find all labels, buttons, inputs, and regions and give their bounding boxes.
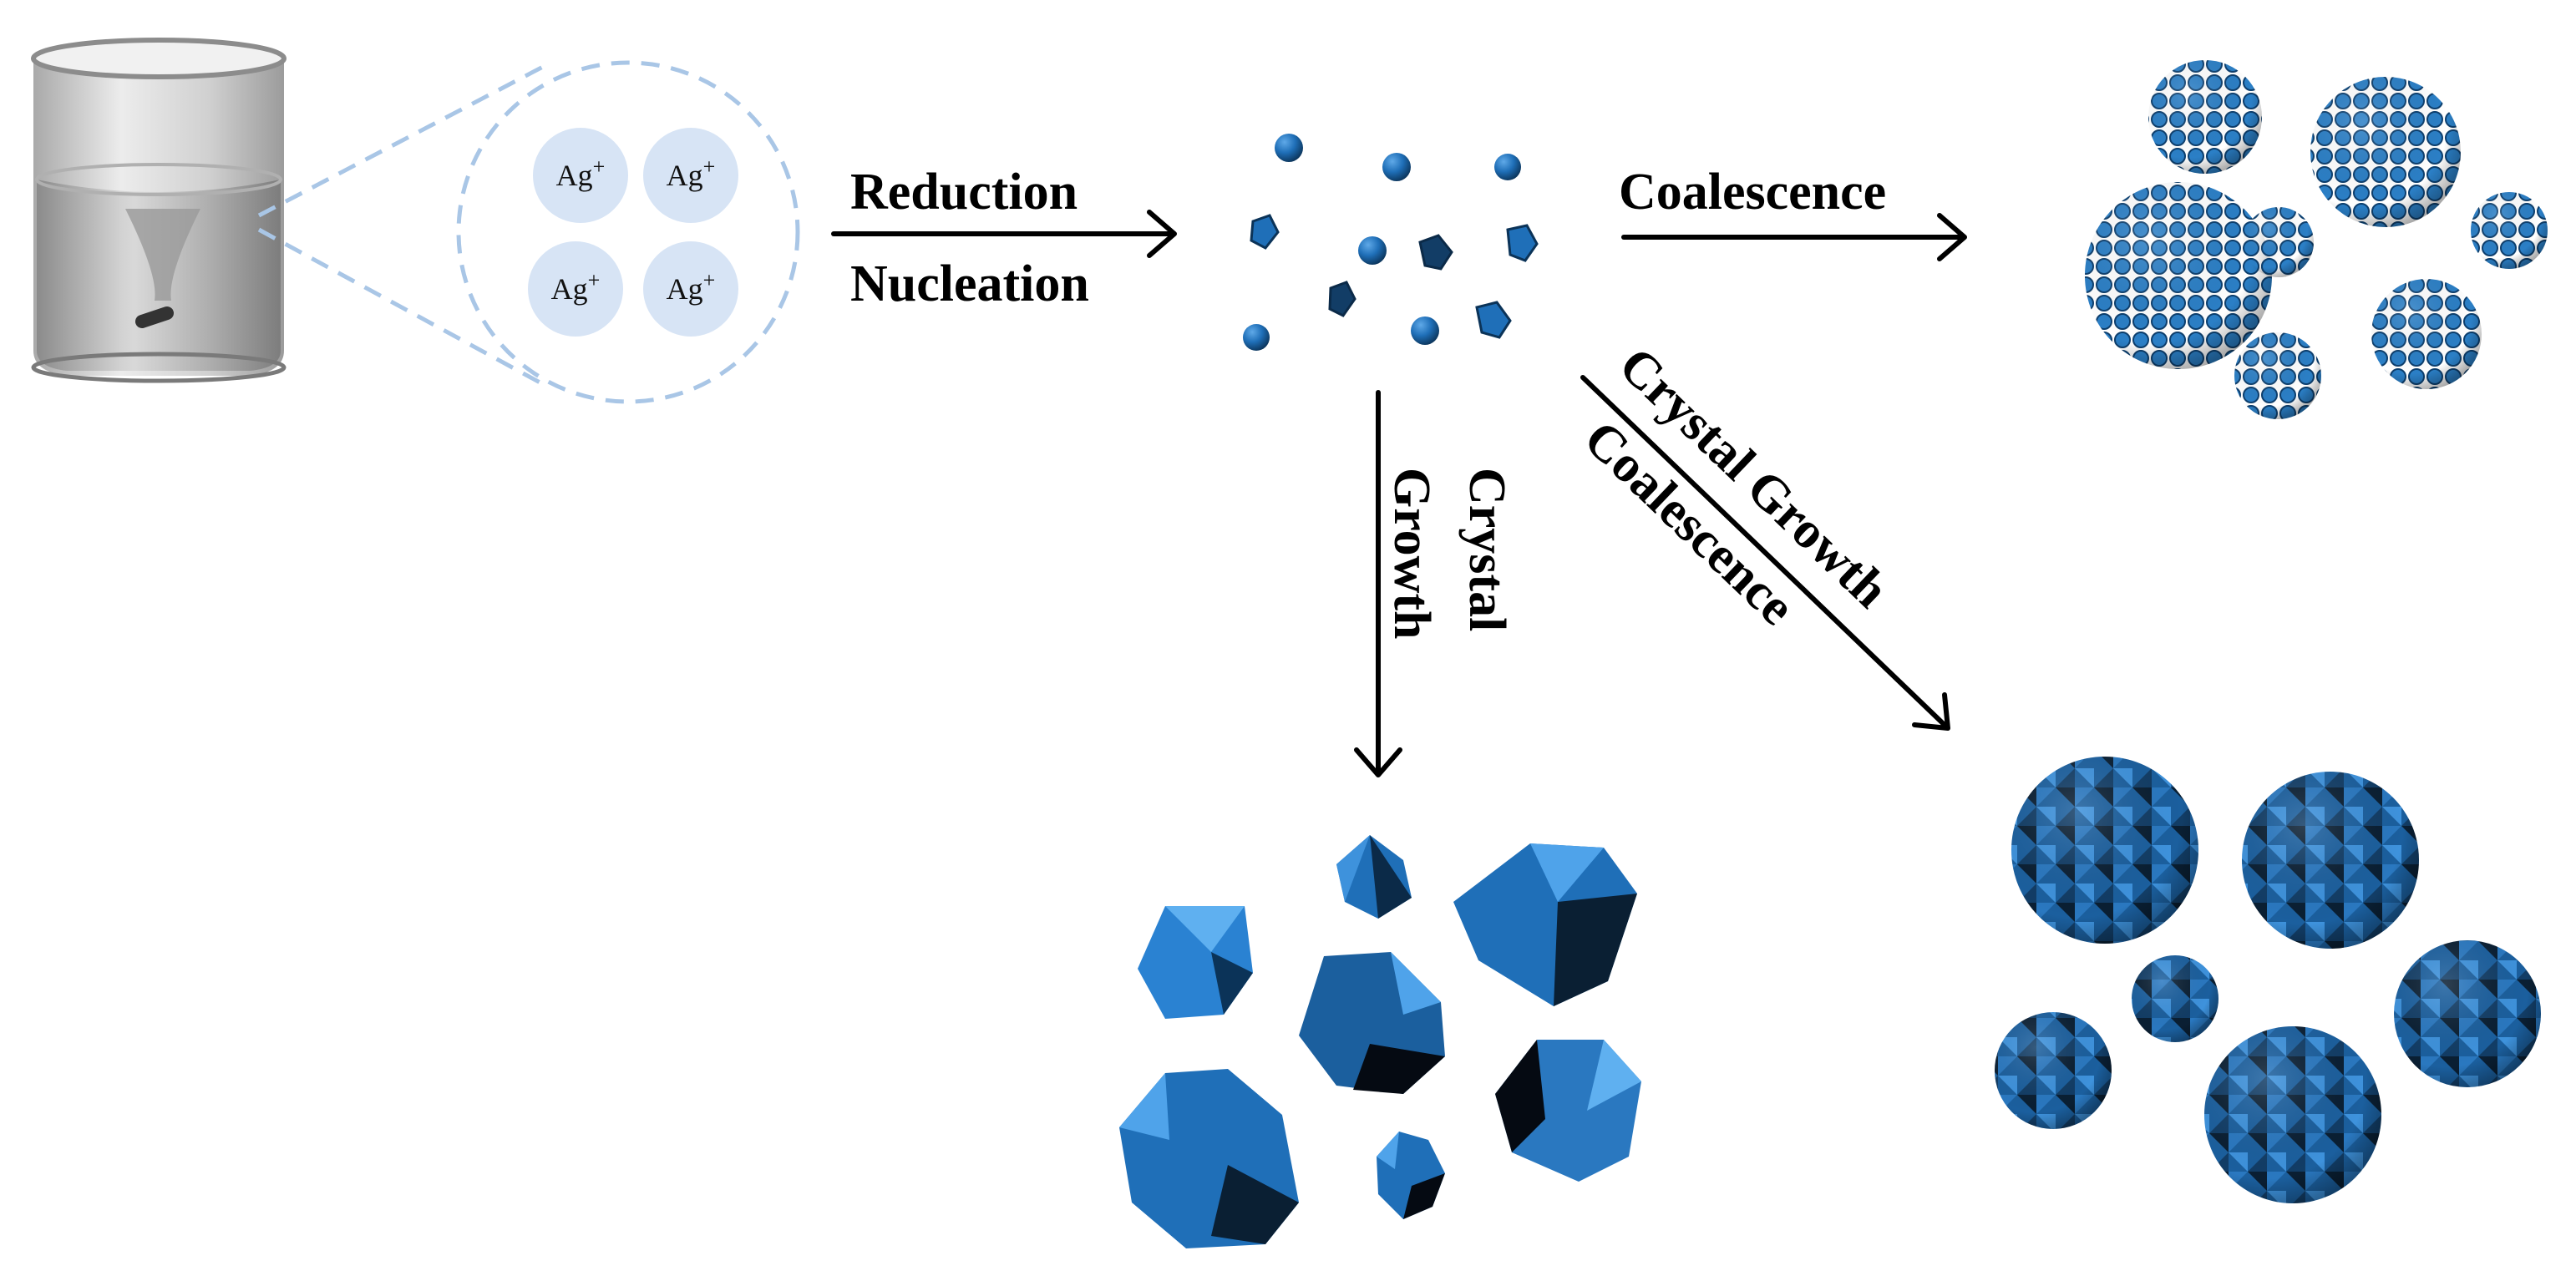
coalescence-arrow — [1621, 213, 1967, 261]
reduction-label: Reduction — [850, 164, 1078, 220]
zoom-callout — [257, 60, 800, 404]
ion-group: Ag+ Ag+ Ag+ Ag+ — [528, 128, 738, 337]
nucleation-label: Nucleation — [850, 256, 1089, 312]
ion-label: Ag+ — [551, 268, 601, 306]
crystal-growth-arrow — [1354, 390, 1402, 777]
coalescence-label: Coalescence — [1619, 164, 1886, 220]
growth-vertical-label: Growth — [1383, 468, 1440, 640]
ion-circle — [643, 128, 738, 223]
coalesced-spheres — [2085, 60, 2548, 419]
crystal-growth-coalescence-arrow — [1580, 375, 1950, 731]
crystal-vertical-label: Crystal — [1458, 468, 1515, 631]
ion-circle — [643, 241, 738, 337]
faceted-clusters — [1995, 757, 2541, 1203]
octahedral-crystals — [1119, 835, 1641, 1248]
nuclei-particles — [1243, 134, 1539, 351]
reduction-nucleation-arrow — [831, 210, 1177, 258]
ion-circle — [533, 128, 628, 223]
ion-circle — [528, 241, 623, 337]
beaker-icon — [31, 38, 287, 383]
